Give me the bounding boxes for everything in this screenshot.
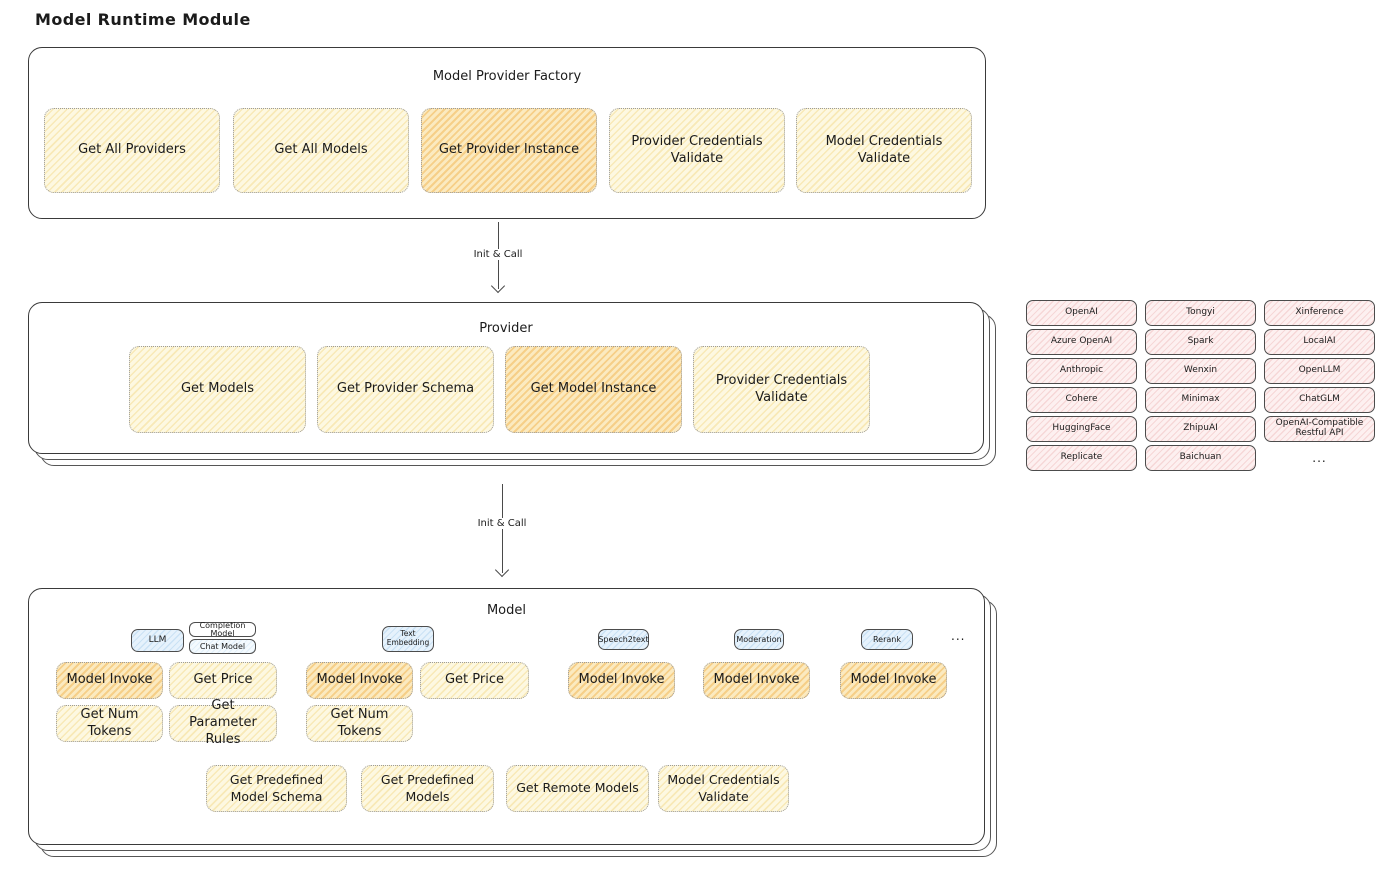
tab-completion-model: Completion Model bbox=[189, 621, 256, 637]
diagram-title: Model Runtime Module bbox=[35, 10, 251, 29]
provider-chip-anthropic: Anthropic bbox=[1026, 358, 1137, 384]
model-node-llm-get-price: Get Price bbox=[169, 662, 277, 699]
provider-chip-azure-openai: Azure OpenAI bbox=[1026, 329, 1137, 355]
model-node-text-embedding-get-num-tokens: Get Num Tokens bbox=[306, 705, 413, 742]
provider-chip-replicate: Replicate bbox=[1026, 445, 1137, 471]
model-node-get-predefined-model-schema: Get Predefined Model Schema bbox=[206, 765, 347, 812]
factory-node-get-all-models: Get All Models bbox=[233, 108, 409, 193]
provider-chip-minimax: Minimax bbox=[1145, 387, 1256, 413]
provider-node-get-models: Get Models bbox=[129, 346, 306, 433]
model-node-text-embedding-get-price: Get Price bbox=[420, 662, 529, 699]
arrow-label: Init & Call bbox=[472, 518, 532, 529]
tab-text-embedding: Text Embedding bbox=[382, 626, 434, 652]
model-node-text-embedding-model-invoke: Model Invoke bbox=[306, 662, 413, 699]
tab-speech2text: Speech2text bbox=[598, 629, 649, 650]
factory-node-get-all-providers: Get All Providers bbox=[44, 108, 220, 193]
provider-chip-zhipuai: ZhipuAI bbox=[1145, 416, 1256, 442]
model-tabs-more: ... bbox=[951, 629, 966, 643]
provider-chip-openllm: OpenLLM bbox=[1264, 358, 1375, 384]
tab-llm: LLM bbox=[131, 629, 184, 652]
provider-chip-openai: OpenAI bbox=[1026, 300, 1137, 326]
arrow-label: Init & Call bbox=[468, 249, 528, 260]
factory-node-get-provider-instance: Get Provider Instance bbox=[421, 108, 597, 193]
provider-chip-chatglm: ChatGLM bbox=[1264, 387, 1375, 413]
tab-moderation: Moderation bbox=[734, 629, 784, 650]
provider-chip-xinference: Xinference bbox=[1264, 300, 1375, 326]
tab-rerank: Rerank bbox=[861, 629, 913, 650]
provider-chip-openai-compatible: OpenAI-Compatible Restful API bbox=[1264, 416, 1375, 442]
factory-node-model-credentials-validate: Model Credentials Validate bbox=[796, 108, 972, 193]
model-node-model-credentials-validate: Model Credentials Validate bbox=[658, 765, 789, 812]
provider-chip-cohere: Cohere bbox=[1026, 387, 1137, 413]
provider-chip-huggingface: HuggingFace bbox=[1026, 416, 1137, 442]
model-node-moderation-model-invoke: Model Invoke bbox=[703, 662, 810, 699]
factory-node-provider-credentials-validate: Provider Credentials Validate bbox=[609, 108, 785, 193]
model-node-llm-get-num-tokens: Get Num Tokens bbox=[56, 705, 163, 742]
arrow-head-icon bbox=[490, 278, 506, 294]
provider-chip-tongyi: Tongyi bbox=[1145, 300, 1256, 326]
model-node-get-predefined-models: Get Predefined Models bbox=[361, 765, 494, 812]
model-node-get-remote-models: Get Remote Models bbox=[506, 765, 649, 812]
model-section-title: Model bbox=[486, 603, 527, 618]
provider-chip-wenxin: Wenxin bbox=[1145, 358, 1256, 384]
provider-node-provider-credentials-validate: Provider Credentials Validate bbox=[693, 346, 870, 433]
model-node-rerank-model-invoke: Model Invoke bbox=[840, 662, 947, 699]
provider-node-get-provider-schema: Get Provider Schema bbox=[317, 346, 494, 433]
model-node-llm-get-parameter-rules: Get Parameter Rules bbox=[169, 698, 277, 747]
provider-list: OpenAI Tongyi Xinference Azure OpenAI Sp… bbox=[1026, 300, 1375, 471]
arrow-head-icon bbox=[494, 562, 510, 578]
provider-node-get-model-instance: Get Model Instance bbox=[505, 346, 682, 433]
factory-section: Model Provider Factory Get All Providers… bbox=[28, 47, 986, 219]
model-section: Model LLM Completion Model Chat Model Te… bbox=[28, 588, 985, 845]
tab-chat-model: Chat Model bbox=[189, 639, 256, 654]
model-node-llm-model-invoke: Model Invoke bbox=[56, 662, 163, 699]
model-node-speech2text-model-invoke: Model Invoke bbox=[568, 662, 675, 699]
factory-section-title: Model Provider Factory bbox=[432, 69, 582, 84]
init-call-arrow-2: Init & Call bbox=[462, 484, 542, 578]
provider-section: Provider Get Models Get Provider Schema … bbox=[28, 302, 984, 454]
provider-chip-localai: LocalAI bbox=[1264, 329, 1375, 355]
provider-chip-baichuan: Baichuan bbox=[1145, 445, 1256, 471]
init-call-arrow-1: Init & Call bbox=[458, 222, 538, 294]
provider-list-more: ... bbox=[1312, 451, 1327, 465]
provider-section-title: Provider bbox=[479, 321, 533, 336]
provider-chip-spark: Spark bbox=[1145, 329, 1256, 355]
